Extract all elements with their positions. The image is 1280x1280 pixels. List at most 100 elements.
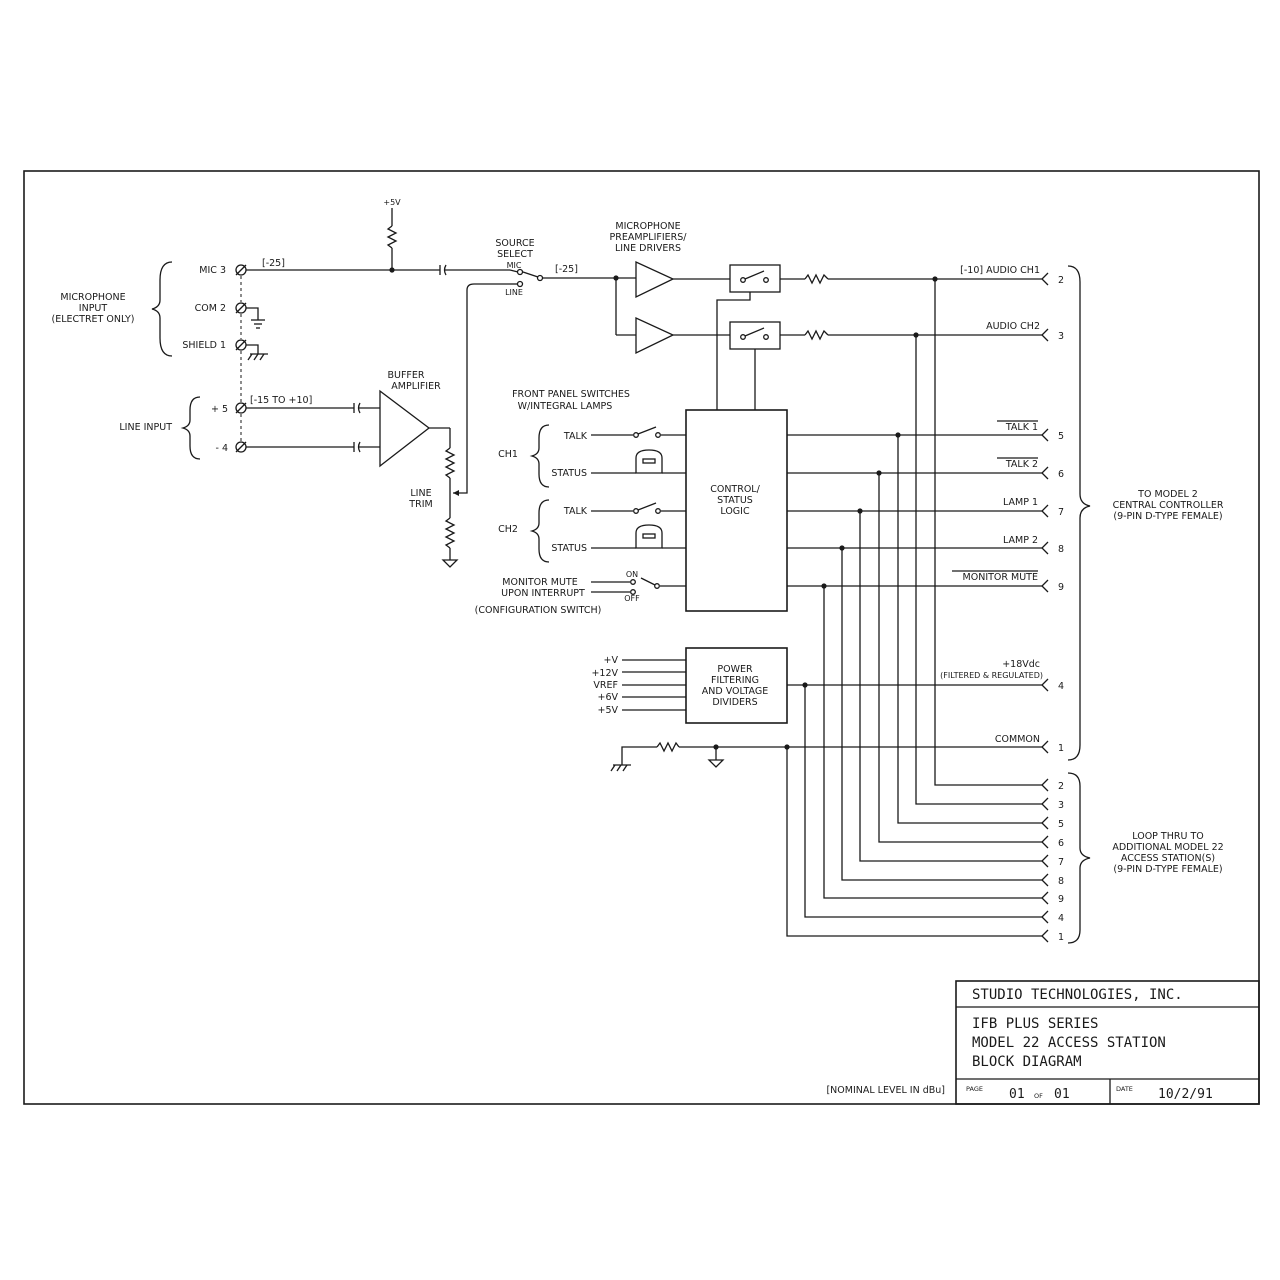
buffer-label-2: AMPLIFIER xyxy=(391,381,441,392)
front-panel-section: FRONT PANEL SWITCHES W/INTEGRAL LAMPS CH… xyxy=(475,389,686,616)
title-block: STUDIO TECHNOLOGIES, INC. IFB PLUS SERIE… xyxy=(955,980,1260,1105)
date-value: 10/2/91 xyxy=(1158,1087,1213,1102)
mic-level-label: [-25] xyxy=(262,258,285,269)
mic-pin-2-label: COM 2 xyxy=(195,303,226,314)
mic-terminal-2 xyxy=(235,302,247,314)
preamp-label-1: MICROPHONE xyxy=(615,221,680,232)
source-select-mic-label: MIC xyxy=(507,261,522,270)
line-coupling-cap-minus xyxy=(353,441,361,453)
trim-wiper-line xyxy=(453,283,510,494)
control-logic-label-3: LOGIC xyxy=(720,506,750,517)
loop-thru-label-2: ADDITIONAL MODEL 22 xyxy=(1112,842,1223,853)
power-label-1: POWER xyxy=(717,664,753,675)
controller-connector: 2 3 5 6 7 8 9 4 1 TO MODEL 2 CENTRAL CON… xyxy=(1041,265,1224,761)
v18-note: (FILTERED & REGULATED) xyxy=(940,671,1043,680)
lamp1-label: LAMP 1 xyxy=(1003,497,1038,508)
title-line-2: MODEL 22 ACCESS STATION xyxy=(972,1035,1166,1051)
date-label: DATE xyxy=(1116,1085,1133,1093)
line-input-section: LINE INPUT + 5 - 4 [-15 TO +10] BUFFER A… xyxy=(119,283,510,568)
loop-pin-6: 6 xyxy=(1058,838,1064,849)
controller-pin-2: 2 xyxy=(1058,275,1064,286)
mic-input-section: MICROPHONE INPUT (ELECTRET ONLY) MIC 3 C… xyxy=(52,198,510,441)
company-name: STUDIO TECHNOLOGIES, INC. xyxy=(972,987,1183,1003)
controller-brace xyxy=(1067,265,1091,761)
preamp-section: MICROPHONE PREAMPLIFIERS/ LINE DRIVERS xyxy=(610,221,1042,410)
to-controller-label-2: CENTRAL CONTROLLER xyxy=(1113,500,1224,511)
controller-pin-1: 1 xyxy=(1058,743,1064,754)
ch2-brace xyxy=(529,499,550,563)
logic-output-lines xyxy=(787,432,1042,589)
source-select-label-1: SOURCE xyxy=(495,238,534,249)
mic-input-label-2: INPUT xyxy=(79,303,108,314)
line-pin-5-label: + 5 xyxy=(211,404,228,415)
source-level-label: [-25] xyxy=(555,264,578,275)
loop-thru-label-3: ACCESS STATION(S) xyxy=(1121,853,1215,864)
line-pin-4-label: - 4 xyxy=(216,443,229,454)
monitor-mute-label-1: MONITOR MUTE xyxy=(502,577,577,588)
power-label-4: DIVIDERS xyxy=(712,697,757,708)
line-coupling-cap-plus xyxy=(353,402,361,414)
talk2-label: TALK 2 xyxy=(1005,459,1038,470)
lamp2-label: LAMP 2 xyxy=(1003,535,1038,546)
title-line-3: BLOCK DIAGRAM xyxy=(972,1054,1082,1070)
audio-ch1-label: [-10] AUDIO CH1 xyxy=(960,265,1040,276)
mic-terminal-1 xyxy=(235,339,247,351)
ground-symbol-com xyxy=(251,319,265,329)
loop-pin-3: 3 xyxy=(1058,800,1064,811)
mic-input-brace xyxy=(151,261,173,357)
monitor-mute-output-label: MONITOR MUTE xyxy=(963,572,1038,583)
loop-pin-2: 2 xyxy=(1058,781,1064,792)
page-label: PAGE xyxy=(966,1085,983,1093)
loop-thru-bus xyxy=(786,279,1042,937)
controller-pin-5: 5 xyxy=(1058,431,1064,442)
mic-coupling-capacitor xyxy=(439,264,447,276)
output-labels: [-10] AUDIO CH1 AUDIO CH2 TALK 1 TALK 2 … xyxy=(940,265,1043,745)
monitor-mute-config-switch xyxy=(640,577,656,586)
loop-pin-4: 4 xyxy=(1058,913,1064,924)
control-logic-label-2: STATUS xyxy=(717,495,753,506)
page-of-label: OF xyxy=(1034,1092,1043,1100)
monitor-mute-on-label: ON xyxy=(626,570,638,579)
ch1-status-lamp xyxy=(635,449,663,474)
common-resistor xyxy=(656,741,680,753)
power-section: +V +12V VREF +6V +5V POWER FILTERING AND… xyxy=(591,647,1042,772)
source-select-switch xyxy=(522,271,539,278)
title-line-1: IFB PLUS SERIES xyxy=(972,1016,1098,1032)
line-level-label: [-15 TO +10] xyxy=(250,395,312,406)
control-logic-block: CONTROL/ STATUS LOGIC xyxy=(685,409,788,612)
talk1-label: TALK 1 xyxy=(1005,422,1038,433)
page-value: 01 xyxy=(1009,1087,1025,1102)
ground-symbol-common xyxy=(707,759,725,768)
line-trim-pot-bottom xyxy=(444,517,456,549)
ch2-status-lamp xyxy=(635,524,663,549)
ch1-status-label: STATUS xyxy=(551,468,587,479)
ch1-brace xyxy=(529,424,550,488)
loop-pin-7: 7 xyxy=(1058,857,1064,868)
controller-pin-3: 3 xyxy=(1058,331,1064,342)
mic-input-label-3: (ELECTRET ONLY) xyxy=(52,314,135,325)
chassis-ground-shield xyxy=(247,353,268,361)
chassis-ground-common xyxy=(610,764,631,772)
loop-pin-8: 8 xyxy=(1058,876,1064,887)
monitor-mute-off-label: OFF xyxy=(624,594,640,603)
front-panel-label-1: FRONT PANEL SWITCHES xyxy=(512,389,630,400)
loop-thru-brace xyxy=(1067,772,1091,944)
loop-pin-1: 1 xyxy=(1058,932,1064,943)
pullup-resistor xyxy=(386,225,398,249)
mute-switch-ch2 xyxy=(729,321,781,350)
nominal-level-note: [NOMINAL LEVEL IN dBu] xyxy=(826,1085,945,1096)
preamp-ch2 xyxy=(635,316,675,355)
drawing-border xyxy=(23,170,1260,1105)
buffer-label-1: BUFFER xyxy=(387,370,424,381)
line-trim-label-1: LINE xyxy=(410,488,431,499)
power-label-3: AND VOLTAGE xyxy=(702,686,769,697)
controller-pin-7: 7 xyxy=(1058,507,1064,518)
ch1-label: CH1 xyxy=(498,449,518,460)
source-select-line-label: LINE xyxy=(505,288,523,297)
loop-thru-label-1: LOOP THRU TO xyxy=(1132,831,1203,842)
common-label: COMMON xyxy=(995,734,1040,745)
page-total: 01 xyxy=(1054,1087,1070,1102)
preamp-label-2: PREAMPLIFIERS/ xyxy=(610,232,688,243)
loop-thru-label-4: (9-PIN D-TYPE FEMALE) xyxy=(1113,864,1222,875)
